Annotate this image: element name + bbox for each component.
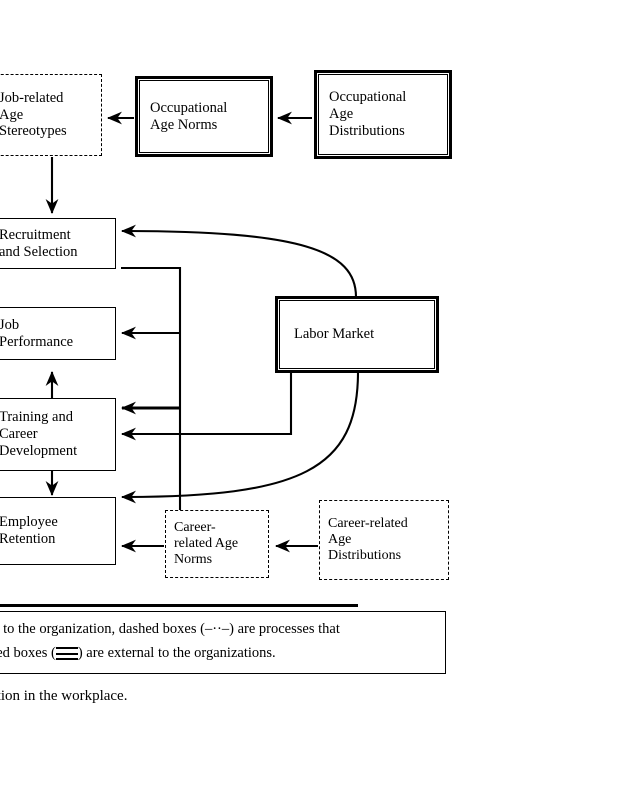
edge-labormarket-to-retention [121,371,360,504]
edge-labormarket-to-recruitment [121,224,358,298]
node-labor-market: Labor Market [274,295,440,374]
node-label: Occupational Age Norms [150,99,228,133]
node-career-related-age-norms: Career- related Age Norms [165,510,269,578]
legend-line-1-suffix: ) are processes that [229,621,340,637]
node-label: Career-related Age Distributions [328,515,408,564]
node-occupational-age-distributions: Occupational Age Distributions [313,69,453,160]
node-label: Training and Career Development [0,409,78,459]
node-training-and-career-development: Training and Career Development [0,398,116,471]
node-occupational-age-norms: Occupational Age Norms [134,75,274,158]
legend-line-2-suffix: ) are external to the organizations. [77,644,276,661]
legend-line-2: ned boxes ( ) are external to the organiz… [0,641,445,664]
legend-line-1-prefix: al to the organization, dashed boxes ( [0,621,205,637]
legend-divider-rule [0,604,358,607]
node-recruitment-and-selection: Recruitment and Selection [0,218,116,269]
node-career-related-age-distributions: Career-related Age Distributions [319,500,449,580]
legend-box: al to the organization, dashed boxes (–·… [0,611,446,674]
node-label: Recruitment and Selection [0,226,78,260]
legend-line-1: al to the organization, dashed boxes (–·… [0,612,445,641]
node-employee-retention: Employee Retention [0,497,116,565]
edge-labormarket-to-training [121,372,293,441]
node-job-performance: Job Performance [0,307,116,360]
node-label: Employee Retention [0,514,58,547]
dashed-line-symbol: –··– [204,621,230,638]
node-label: Labor Market [294,326,375,343]
figure-caption: ation in the workplace. [0,688,128,704]
legend-line-2-prefix: ned boxes ( [0,644,56,661]
node-label: Career- related Age Norms [174,519,239,568]
node-job-related-age-stereotypes: Job-related Age Stereotypes [0,74,102,156]
node-label: Occupational Age Distributions [329,89,407,139]
node-label: Job-related Age Stereotypes [0,89,67,140]
node-label: Job Performance [0,316,74,350]
double-line-symbol [55,647,78,661]
edge-recruitment-spine [121,266,182,577]
